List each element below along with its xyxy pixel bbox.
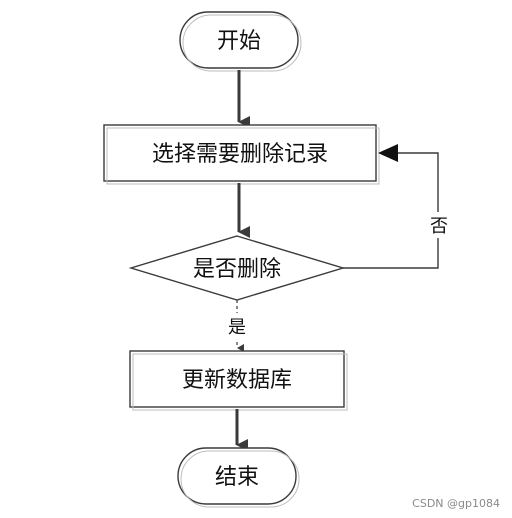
decision-node: 是否删除 bbox=[128, 235, 346, 301]
edge-no-arrowhead bbox=[378, 144, 398, 162]
decision-label: 是否删除 bbox=[193, 257, 281, 282]
select-label: 选择需要删除记录 bbox=[152, 142, 328, 167]
edge-no-label: 否 bbox=[430, 216, 448, 237]
start-node: 开始 bbox=[179, 11, 302, 72]
edge-yes-label: 是 bbox=[228, 317, 246, 338]
update-label: 更新数据库 bbox=[182, 368, 292, 393]
end-node: 结束 bbox=[177, 447, 300, 508]
edge-no-loop bbox=[343, 152, 439, 269]
update-node: 更新数据库 bbox=[129, 350, 348, 411]
select-node: 选择需要删除记录 bbox=[103, 124, 380, 185]
end-label: 结束 bbox=[215, 465, 259, 490]
csdn-watermark: CSDN @gp1084 bbox=[412, 497, 500, 510]
start-label: 开始 bbox=[217, 29, 261, 54]
